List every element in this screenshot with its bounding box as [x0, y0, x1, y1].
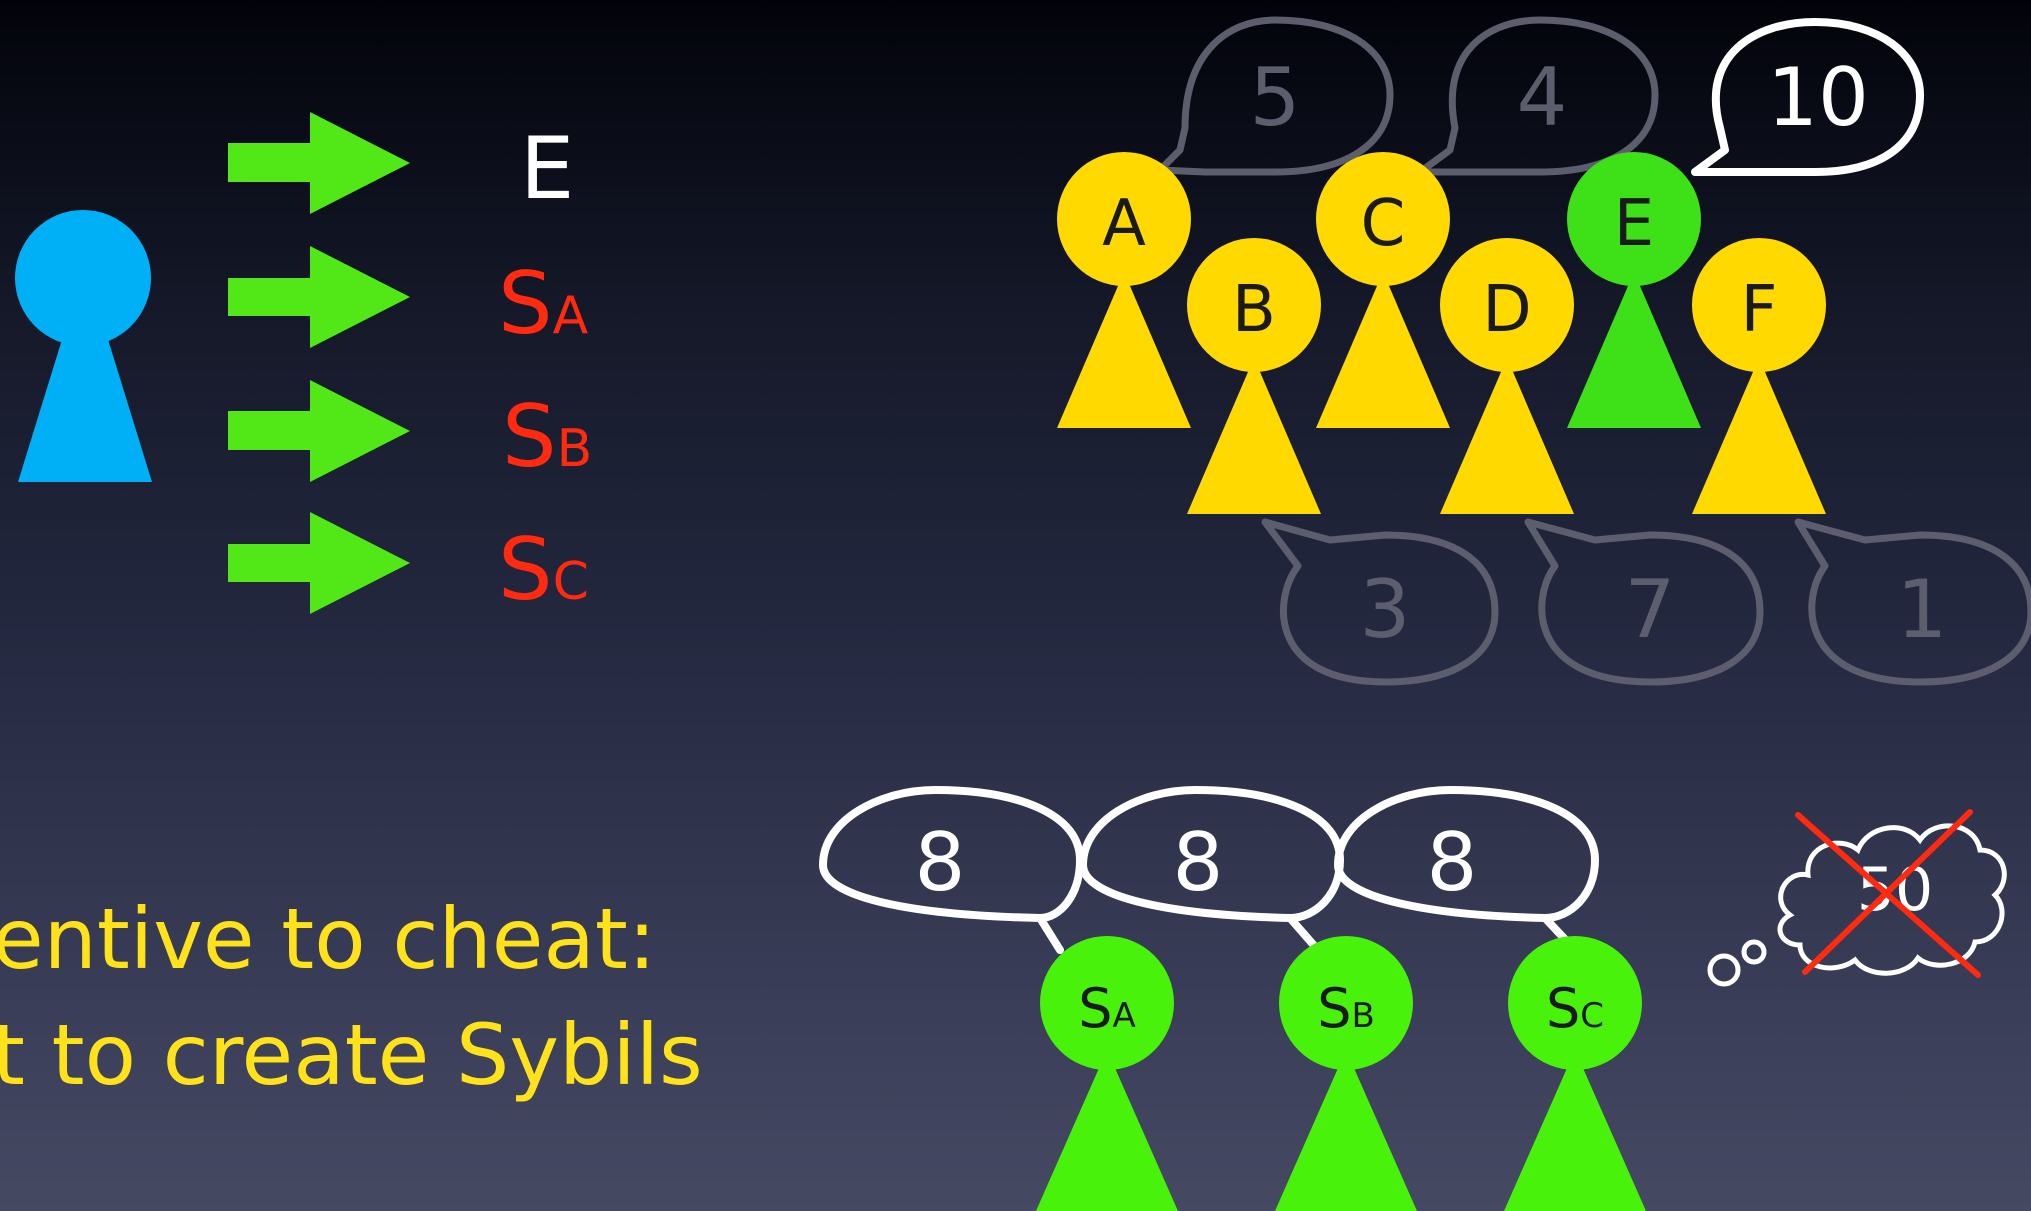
speech-bubble-b-value: 3 [1360, 563, 1411, 656]
svg-text:D: D [1482, 273, 1531, 347]
person-d: D [1440, 238, 1574, 514]
speech-bubble-f-value: 1 [1897, 563, 1948, 656]
speech-bubble-sybil-a-value: 8 [915, 816, 966, 909]
user-figure [15, 210, 152, 482]
arrow-right-icon [228, 246, 410, 348]
sybil-c: SC [1504, 936, 1646, 1211]
arrow-right-icon [228, 380, 410, 482]
speech-bubble-sybil-a [819, 786, 1084, 954]
target-label-sa: SA [498, 254, 589, 354]
speech-bubble-b [1261, 518, 1499, 686]
svg-text:C: C [1361, 187, 1406, 261]
svg-text:SC: SC [1546, 977, 1604, 1040]
arrow-right-icon [228, 512, 410, 614]
speech-bubble-a-value: 5 [1250, 51, 1301, 144]
speech-bubble-sybil-b [1079, 786, 1344, 954]
caption-line-2: t to create Sybils [0, 1006, 703, 1104]
svg-text:B: B [1232, 273, 1276, 347]
person-e: E [1567, 152, 1701, 428]
person-f: F [1692, 238, 1826, 514]
speech-bubble-c [1416, 16, 1659, 176]
sybil-a: SA [1036, 936, 1178, 1211]
svg-text:E: E [1614, 187, 1654, 261]
target-label-e: E [520, 119, 574, 219]
target-label-sb: SB [502, 387, 592, 487]
target-label-sc: SC [498, 520, 589, 620]
svg-text:F: F [1741, 273, 1778, 347]
speech-bubble-c-value: 4 [1517, 51, 1568, 144]
speech-bubble-f [1794, 518, 2031, 686]
speech-bubble-d-value: 7 [1625, 563, 1676, 656]
person-b: B [1187, 238, 1321, 514]
speech-bubble-sybil-c-value: 8 [1427, 816, 1478, 909]
arrow-right-icon [228, 112, 410, 214]
person-a: A [1057, 152, 1191, 428]
speech-bubble-e [1691, 18, 1924, 176]
caption-line-1: entive to cheat: [0, 890, 656, 988]
person-c: C [1316, 152, 1450, 428]
svg-text:SB: SB [1317, 977, 1375, 1040]
cross-out-icon [1795, 809, 1981, 978]
speech-bubble-sybil-c [1334, 786, 1599, 954]
speech-bubble-a [1156, 16, 1394, 176]
speech-bubble-d [1524, 518, 1764, 686]
svg-text:SA: SA [1078, 977, 1136, 1040]
svg-text:A: A [1102, 187, 1146, 261]
speech-bubble-sybil-b-value: 8 [1173, 816, 1224, 909]
speech-bubble-e-value: 10 [1767, 51, 1869, 144]
sybil-b: SB [1275, 936, 1417, 1211]
